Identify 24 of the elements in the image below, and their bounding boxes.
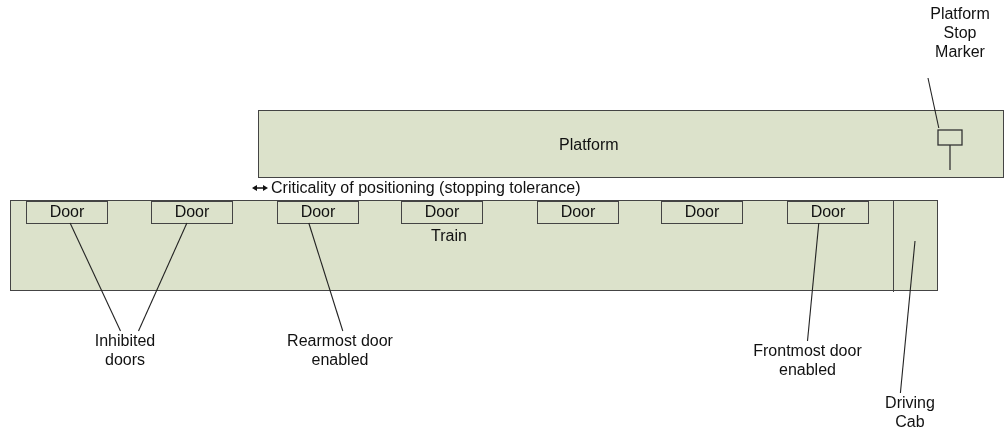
leader-line	[806, 222, 820, 342]
leader-line	[69, 222, 122, 332]
door-box: Door	[537, 201, 619, 224]
door-box: Door	[277, 201, 359, 224]
leader-line	[137, 222, 188, 332]
door-box: Door	[661, 201, 743, 224]
door-box: Door	[151, 201, 233, 224]
callout-text: Driving Cab	[870, 393, 950, 433]
box-label: Train	[431, 226, 467, 245]
leader-line	[308, 222, 344, 332]
leader-line	[899, 240, 916, 394]
callout-text: Rearmost door enabled	[270, 331, 410, 371]
door-box: Door	[401, 201, 483, 224]
door-box: Door	[26, 201, 108, 224]
note-text: Criticality of positioning (stopping tolerance)	[271, 178, 581, 197]
platform-box	[258, 110, 1004, 178]
leader-line	[927, 77, 940, 129]
box-label: Platform	[559, 135, 619, 154]
callout-text: Inhibited doors	[80, 331, 170, 371]
door-box: Door	[787, 201, 869, 224]
train-box	[10, 200, 938, 291]
stop-marker-drawing	[937, 129, 965, 171]
callout-text: Platform Stop Marker	[920, 4, 1000, 64]
callout-text: Frontmost door enabled	[735, 341, 880, 381]
